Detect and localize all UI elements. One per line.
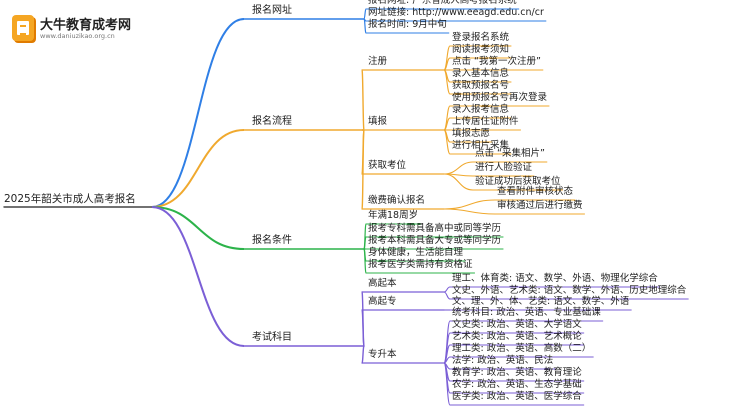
logo-url: www.daniuzikao.org.cn [40,32,115,40]
logo-title: 大牛教育成考网 [40,18,132,33]
leaf-process[interactable]: 点击 “我第一次注册” [452,56,541,67]
leaf-subjects[interactable]: 理工、体育类: 语文、数学、外语、物理化学综合 [452,273,658,284]
root-topic[interactable]: 2025年韶关市成人高考报名 [4,193,136,205]
leaf-site[interactable]: 网址链接: http://www.eeagd.edu.cn/cr [368,7,544,18]
link-curve [443,173,474,191]
link-curve [443,129,451,155]
link-curve [361,129,365,210]
link-curve [363,248,367,274]
link-curve [361,69,365,131]
leaf-process[interactable]: 录入报考信息 [452,104,510,115]
leaf-process[interactable]: 查看附件审核状态 [497,186,574,197]
site-logo[interactable]: 大牛教育成考网 www.daniuzikao.org.cn [8,12,158,46]
branch-process[interactable]: 报名流程 [252,116,292,127]
subtopic-process[interactable]: 填报 [368,116,388,127]
leaf-process[interactable]: 进行相片采集 [452,140,510,151]
leaf-site[interactable]: 报名网址: 广东省成人高考报名系统 [368,0,517,6]
subtopic-subjects[interactable]: 高起专 [368,296,397,307]
leaf-subjects[interactable]: 统考科目: 政治、英语、专业基础课 [452,307,601,318]
subtopic-process[interactable]: 注册 [368,56,388,67]
leaf-subjects[interactable]: 法学: 政治、英语、民法 [452,355,554,366]
leaf-subjects[interactable]: 文史、外语、艺术类: 语文、数学、外语、历史地理综合 [452,285,687,296]
leaf-conditions[interactable]: 年满18周岁 [368,210,419,221]
branch-site[interactable]: 报名网址 [252,5,292,16]
leaf-site[interactable]: 报名时间: 9月中旬 [368,19,447,30]
subtopic-subjects[interactable]: 高起本 [368,278,397,289]
link-curve [361,345,365,364]
link-curve [361,309,365,347]
leaf-conditions[interactable]: 报考专科需具备高中或同等学历 [368,223,502,234]
link-curve [443,291,451,300]
link-curve [443,362,451,406]
book-icon [12,15,34,41]
branch-conditions[interactable]: 报名条件 [252,235,292,246]
leaf-process[interactable]: 进行人脸验证 [475,162,533,173]
leaf-subjects[interactable]: 医学类: 政治、英语、医学综合 [452,391,582,402]
leaf-process[interactable]: 阅读报考须知 [452,44,510,55]
link-curve [443,199,496,210]
leaf-subjects[interactable]: 文、理、外、体、艺类: 语文、数学、外语 [452,296,630,307]
leaf-process[interactable]: 登录报名系统 [452,32,510,43]
leaf-process[interactable]: 验证成功后获取考位 [475,176,561,187]
leaf-subjects[interactable]: 理工类: 政治、英语、高数（二） [452,343,592,354]
link-curve [151,129,245,208]
subtopic-process[interactable]: 获取考位 [368,160,407,171]
leaf-process[interactable]: 填报志愿 [452,128,491,139]
link-curve [443,208,496,215]
leaf-process[interactable]: 录入基本信息 [452,68,510,79]
leaf-process[interactable]: 点击 “采集相片” [475,148,545,159]
leaf-subjects[interactable]: 农学: 政治、英语、生态学基础 [452,379,582,390]
leaf-subjects[interactable]: 教育学: 政治、英语、教育理论 [452,367,582,378]
branch-subjects[interactable]: 考试科目 [252,332,292,343]
leaf-conditions[interactable]: 报考医学类需持有资格证 [368,259,473,270]
link-curve [443,286,451,293]
leaf-subjects[interactable]: 文史类: 政治、英语、大学语文 [452,319,582,330]
subtopic-process[interactable]: 缴费确认报名 [368,195,426,206]
leaf-process[interactable]: 上传居住证附件 [452,116,519,127]
link-curve [363,8,367,20]
link-curve [443,69,451,95]
link-curve [151,18,245,208]
link-curve [151,206,245,250]
leaf-conditions[interactable]: 报考本科需具备大专或等同学历 [368,235,502,246]
leaf-process[interactable]: 获取预报名号 [452,80,510,91]
link-curve [151,206,245,347]
leaf-process[interactable]: 审核通过后进行缴费 [497,200,583,211]
leaf-process[interactable]: 使用预报名号再次登录 [452,92,548,103]
subtopic-subjects[interactable]: 专升本 [368,349,397,360]
link-curve [443,161,474,175]
leaf-subjects[interactable]: 艺术类: 政治、英语、艺术概论 [452,331,582,342]
leaf-conditions[interactable]: 身体健康，生活能自理 [368,247,464,258]
